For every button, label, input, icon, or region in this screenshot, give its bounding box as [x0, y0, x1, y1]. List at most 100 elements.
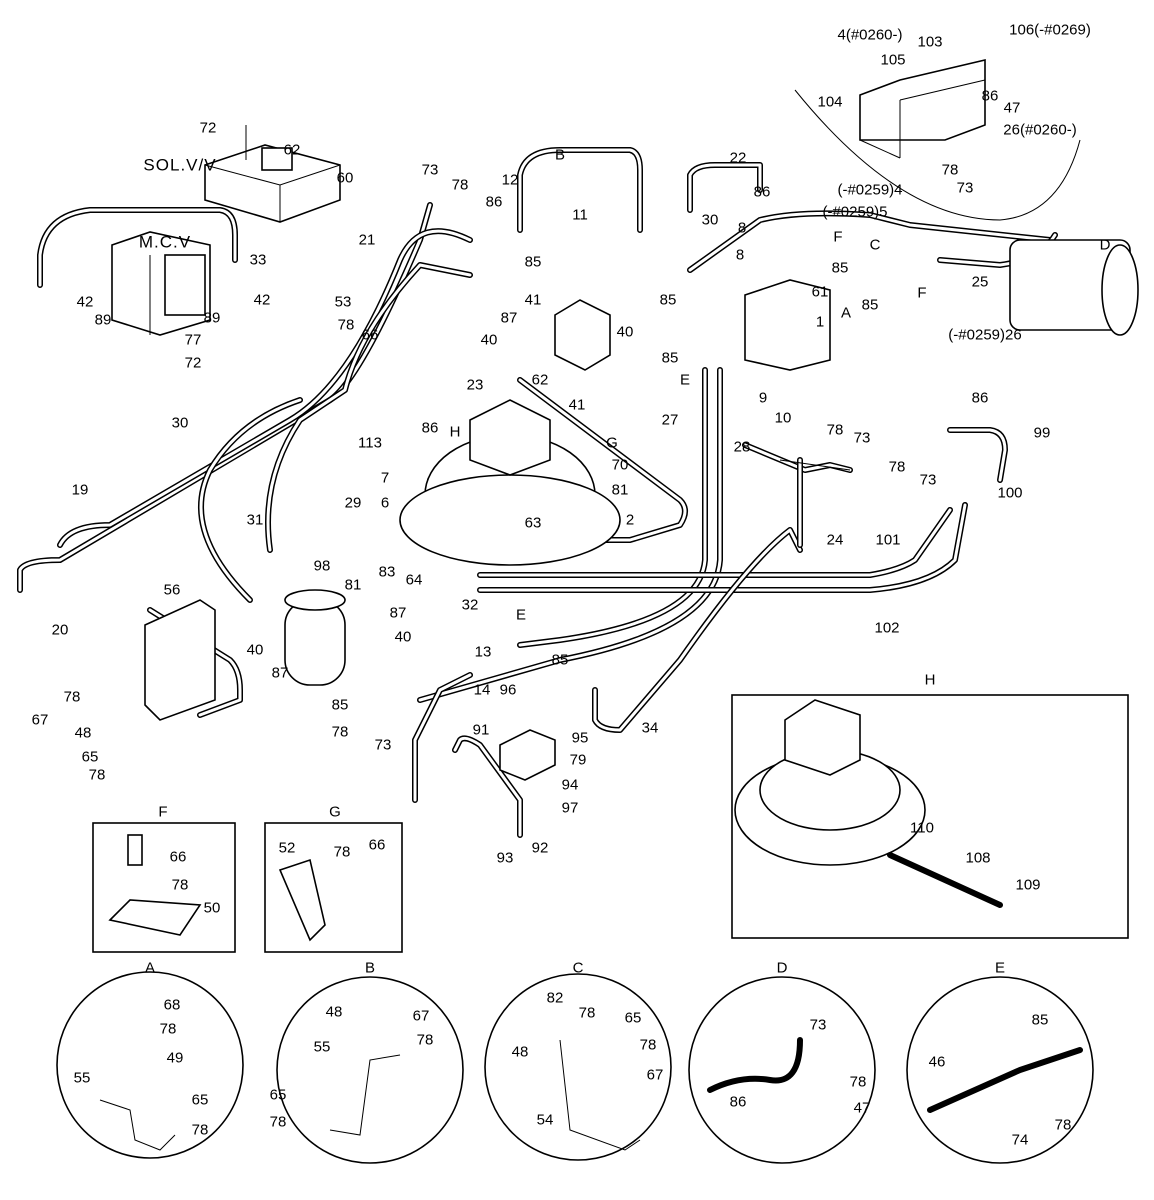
- callout-label: 72: [199, 119, 217, 137]
- callout-label: 86: [421, 419, 439, 437]
- detail-c-callout: 78: [639, 1036, 657, 1054]
- detail-e-callout: 46: [928, 1053, 946, 1071]
- callout-label: 23: [466, 376, 484, 394]
- callout-label: 85: [831, 259, 849, 277]
- callout-label: 73: [853, 429, 871, 447]
- callout-label: 77: [184, 331, 202, 349]
- detail-b-callout: 78: [269, 1113, 287, 1131]
- callout-label: 86: [753, 183, 771, 201]
- callout-label: 85: [331, 696, 349, 714]
- callout-label: 73: [421, 161, 439, 179]
- callout-label: 62: [531, 371, 549, 389]
- callout-label: B: [554, 146, 566, 164]
- callout-label: 30: [171, 414, 189, 432]
- inset-f-callout: 78: [171, 876, 189, 894]
- callout-label: 21: [358, 231, 376, 249]
- callout-label: 60: [336, 169, 354, 187]
- callout-label: 14: [473, 681, 491, 699]
- callout-label: 6: [380, 494, 390, 512]
- inset-g-callout: 78: [333, 843, 351, 861]
- callout-label: 79: [569, 751, 587, 769]
- detail-c-callout: 65: [624, 1009, 642, 1027]
- callout-label: 13: [474, 643, 492, 661]
- callout-label: 42: [76, 293, 94, 311]
- callout-label: 47: [1003, 99, 1021, 117]
- callout-label: 87: [500, 309, 518, 327]
- inset-h-title: H: [924, 671, 936, 689]
- callout-label: 98: [313, 557, 331, 575]
- callout-label: 7: [380, 469, 390, 487]
- detail-c-callout: 54: [536, 1111, 554, 1129]
- callout-label: 25: [971, 273, 989, 291]
- callout-label: 100: [997, 484, 1023, 502]
- callout-label: 53: [334, 293, 352, 311]
- callout-label: 19: [71, 481, 89, 499]
- detail-d-circle: [688, 976, 876, 1164]
- callout-label: 22: [729, 149, 747, 167]
- callout-label: 85: [661, 349, 679, 367]
- callout-label: 102: [874, 619, 900, 637]
- callout-label: 62: [283, 141, 301, 159]
- detail-c-callout: 82: [546, 989, 564, 1007]
- callout-label: 105: [880, 51, 906, 69]
- callout-label: 34: [641, 719, 659, 737]
- callout-label: 85: [524, 253, 542, 271]
- callout-label: 81: [611, 481, 629, 499]
- callout-label: D: [1099, 236, 1111, 254]
- inset-f-callout: 66: [169, 848, 187, 866]
- callout-label: 8: [735, 246, 745, 264]
- callout-label: 9: [758, 389, 768, 407]
- detail-e-circle: [906, 976, 1094, 1164]
- detail-c-title: C: [572, 959, 584, 977]
- callout-label: 97: [561, 799, 579, 817]
- detail-a-title: A: [144, 959, 156, 977]
- detail-b-callout: 48: [325, 1003, 343, 1021]
- detail-e-title: E: [994, 959, 1006, 977]
- callout-label: 104: [817, 93, 843, 111]
- callout-label: 61: [811, 283, 829, 301]
- detail-e-callout: 85: [1031, 1011, 1049, 1029]
- callout-label: 94: [561, 776, 579, 794]
- callout-label: 11: [572, 206, 588, 224]
- callout-label: 26(#0260-): [1003, 121, 1077, 139]
- callout-label: 65: [81, 748, 99, 766]
- callout-label: 85: [551, 651, 569, 669]
- inset-f-title: F: [158, 803, 168, 821]
- callout-label: H: [449, 423, 461, 441]
- detail-b-callout: 55: [313, 1038, 331, 1056]
- detail-b-title: B: [364, 959, 376, 977]
- callout-label: 86: [981, 87, 999, 105]
- detail-a-callout: 55: [73, 1069, 91, 1087]
- detail-a-callout: 49: [166, 1049, 184, 1067]
- callout-label: 27: [661, 411, 679, 429]
- inset-h-callout: 108: [965, 849, 991, 867]
- callout-label: 30: [701, 211, 719, 229]
- callout-label: 95: [571, 729, 589, 747]
- callout-label: 40: [246, 641, 264, 659]
- detail-d-title: D: [776, 959, 788, 977]
- callout-label: 29: [344, 494, 362, 512]
- callout-label: 78: [337, 316, 355, 334]
- callout-label: 67: [31, 711, 49, 729]
- callout-label: 70: [611, 456, 629, 474]
- detail-c-callout: 67: [646, 1066, 664, 1084]
- detail-a-callout: 78: [191, 1121, 209, 1139]
- callout-label: 4(#0260-): [837, 26, 903, 44]
- callout-label: 113: [358, 434, 382, 452]
- callout-label: 40: [480, 331, 498, 349]
- inset-g-title: G: [329, 803, 341, 821]
- callout-label: 78: [941, 161, 959, 179]
- callout-label: 86: [485, 193, 503, 211]
- detail-e-callout: 78: [1054, 1116, 1072, 1134]
- inset-h-callout: 109: [1015, 876, 1041, 894]
- callout-label: 12: [501, 171, 519, 189]
- hose-lines: [17, 147, 1058, 838]
- callout-label: 89: [203, 309, 221, 327]
- callout-label: 101: [875, 531, 901, 549]
- callout-label: 63: [524, 514, 542, 532]
- detail-b-callout: 78: [416, 1031, 434, 1049]
- inset-f-callout: 50: [203, 899, 221, 917]
- callout-label: 85: [861, 296, 879, 314]
- callout-label: E: [515, 606, 527, 624]
